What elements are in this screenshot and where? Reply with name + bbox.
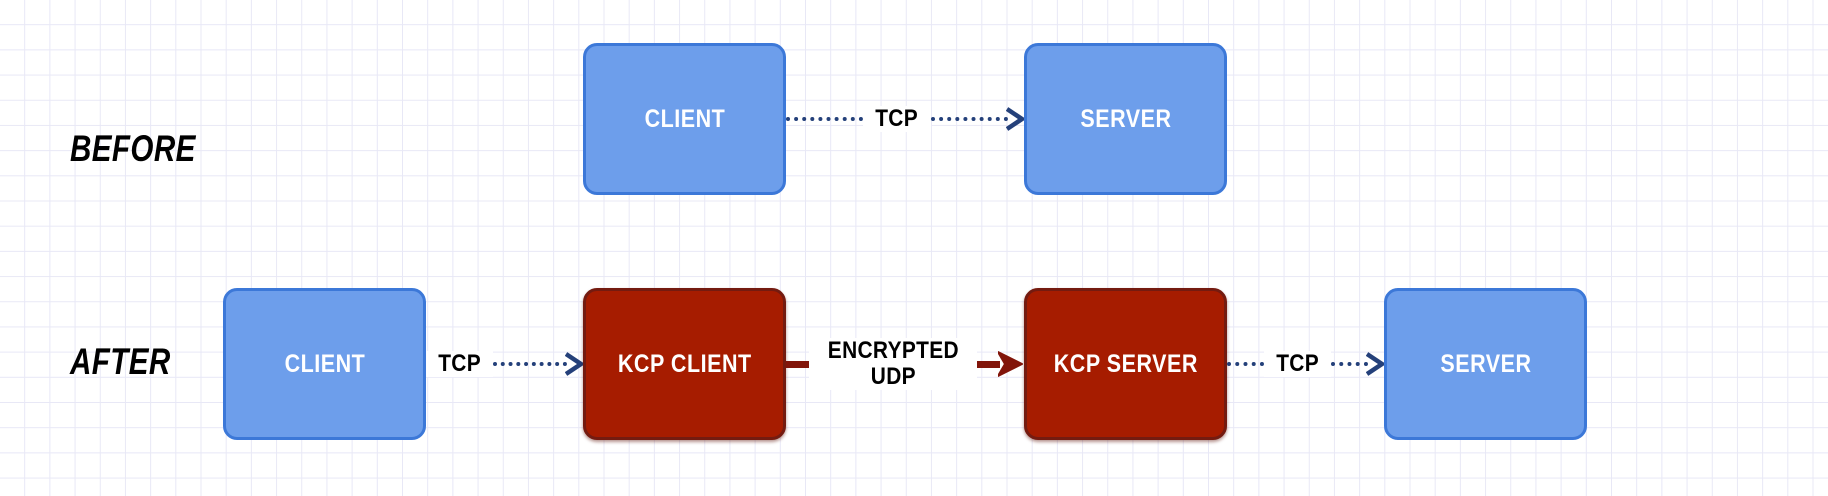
connector-line-right: [493, 362, 567, 366]
connector-before-tcp: TCP: [786, 89, 1025, 149]
connector-line-right: [1331, 362, 1369, 366]
connector-label-encrypted-udp: ENCRYPTED UDP: [808, 338, 978, 390]
node-after-kcp-client-label: KCP CLIENT: [617, 349, 752, 378]
node-after-kcp-server-label: KCP SERVER: [1053, 349, 1198, 378]
connector-after-udp: ENCRYPTED UDP: [786, 334, 1024, 394]
node-before-client[interactable]: CLIENT: [583, 43, 786, 195]
arrow-right-icon: [1006, 107, 1025, 131]
row-label-after: AFTER: [70, 341, 171, 382]
node-after-kcp-server[interactable]: KCP SERVER: [1024, 288, 1227, 440]
node-before-server[interactable]: SERVER: [1024, 43, 1227, 195]
connector-label-tcp: TCP: [863, 106, 931, 132]
arrow-right-icon: [1366, 352, 1385, 376]
arrow-right-icon: [998, 351, 1024, 377]
connector-label-tcp: TCP: [1263, 351, 1332, 377]
connector-line-left: [1227, 362, 1264, 366]
node-before-client-label: CLIENT: [644, 104, 725, 133]
node-before-server-label: SERVER: [1079, 104, 1172, 133]
connector-after-tcp-2: TCP: [1227, 334, 1385, 394]
connector-label-tcp: TCP: [426, 351, 494, 377]
node-after-kcp-client[interactable]: KCP CLIENT: [583, 288, 786, 440]
arrow-right-icon: [565, 352, 583, 376]
connector-line-right: [930, 117, 1009, 121]
node-after-client[interactable]: CLIENT: [223, 288, 426, 440]
connector-line-right: [977, 360, 1001, 368]
node-after-server[interactable]: SERVER: [1384, 288, 1587, 440]
node-after-client-label: CLIENT: [284, 349, 365, 378]
connector-line-left: [786, 117, 864, 121]
node-after-server-label: SERVER: [1439, 349, 1532, 378]
connector-after-tcp-1: TCP: [426, 334, 583, 394]
row-label-before: BEFORE: [70, 128, 196, 169]
connector-line-left: [786, 360, 809, 368]
